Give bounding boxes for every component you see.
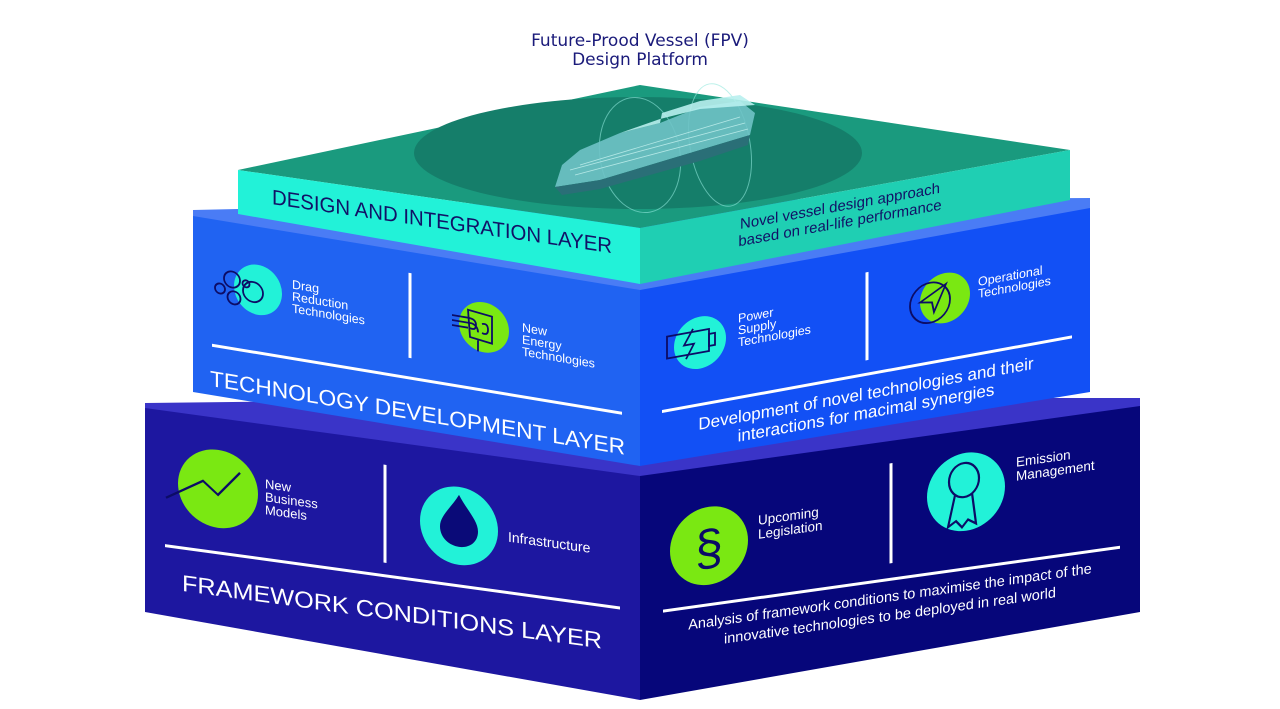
trend-line-icon [165, 449, 258, 529]
framework-left-face [145, 408, 640, 700]
technology-left-divider-horizontal [212, 343, 622, 415]
bubbles-icon [214, 264, 282, 316]
paragraph-section-icon: § [670, 506, 748, 586]
battery-charging-icon [666, 316, 726, 370]
design-integration-layer [238, 83, 1070, 284]
new-business-models-label-3: Models [265, 502, 307, 523]
new-business-models-item: New Business Models [165, 449, 318, 529]
new-business-models-label-1: New [265, 476, 292, 495]
framework-right-divider-horizontal [663, 545, 1120, 613]
diagram-title: Future-Prood Vessel (FPV) Design Platfor… [440, 32, 840, 70]
navigation-arrow-icon [909, 272, 970, 324]
new-energy-label-2: Energy [522, 333, 562, 354]
power-supply-label-1: Power [738, 305, 773, 325]
svg-text:§: § [695, 518, 723, 578]
technology-right-face [640, 208, 1090, 466]
technology-left-face [193, 216, 640, 466]
water-drop-icon [420, 486, 498, 566]
cruise-ship-hologram-image [555, 83, 755, 214]
title-line-2: Design Platform [572, 50, 708, 70]
drag-reduction-label-1: Drag [292, 278, 319, 296]
technology-right-divider-horizontal [662, 335, 1072, 414]
design-right-face [640, 150, 1070, 284]
design-left-face [238, 170, 640, 284]
drag-reduction-item: Drag Reduction Technologies [214, 264, 365, 328]
title-line-1: Future-Prood Vessel (FPV) [531, 31, 749, 51]
award-ribbon-icon [927, 452, 1005, 532]
framework-left-divider-horizontal [165, 544, 620, 610]
wind-turbine-sail-icon [452, 302, 509, 353]
new-business-models-label-2: Business [265, 489, 318, 511]
new-energy-label-1: New [522, 321, 548, 339]
